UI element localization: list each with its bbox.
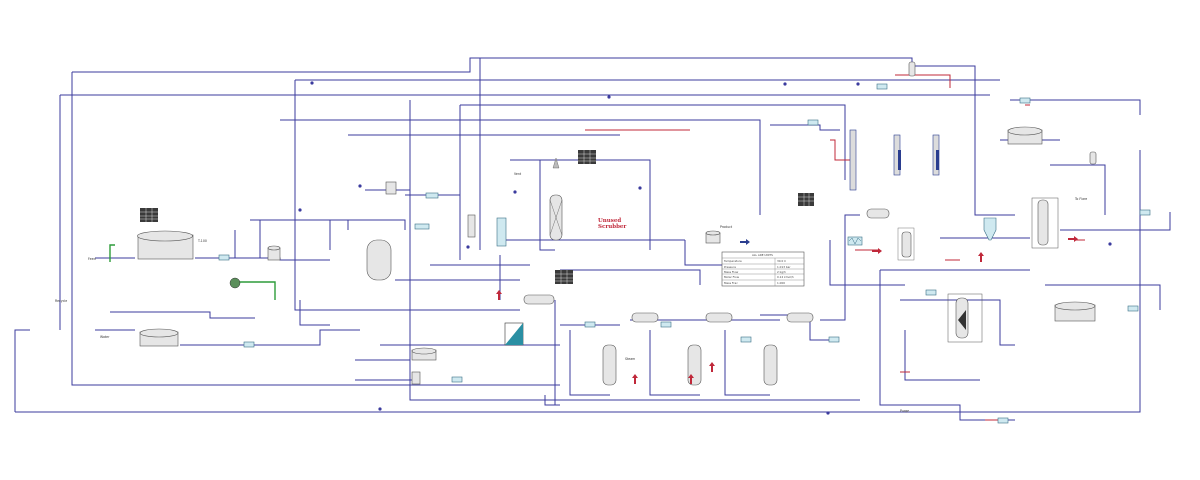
table-row-5-value: 1.000 xyxy=(777,281,785,285)
tag-flare: To Flare xyxy=(1074,197,1087,201)
storage-tank-bottom xyxy=(139,328,179,347)
table-row-5-label: Mass Frac xyxy=(724,281,738,285)
heat-exchanger-right xyxy=(847,236,863,246)
tag-product: Product xyxy=(720,225,733,229)
table-header: ALL ARE UNITS xyxy=(752,253,773,257)
stream-arrows xyxy=(496,236,1078,384)
column-mid-right xyxy=(897,227,915,261)
green-pipes xyxy=(109,244,276,300)
storage-tank-large: T-100 xyxy=(137,230,207,260)
tag-vent: Vent xyxy=(514,172,522,176)
reactor xyxy=(549,157,563,241)
title-line-1: Unused xyxy=(598,218,621,224)
main-pipe-network xyxy=(14,57,1171,421)
horizontal-drum-1 xyxy=(523,294,555,305)
cyclone xyxy=(983,217,997,241)
heat-exchanger-1 xyxy=(414,223,430,230)
tank-right-bottom xyxy=(1054,301,1096,322)
small-vessel-top xyxy=(385,181,397,195)
table-row-4-label: Molar Flow xyxy=(724,275,740,279)
table-row-1-value: 30.0 C xyxy=(777,259,786,263)
bottom-small-tanks xyxy=(411,347,437,385)
flash-columns-right xyxy=(849,129,940,191)
tag-purge: Purge xyxy=(900,409,909,413)
tank-right-top xyxy=(1007,126,1043,145)
svg-text:T-100: T-100 xyxy=(197,239,207,243)
red-pipes xyxy=(585,74,1085,421)
table-row-2-label: Pressure xyxy=(724,265,736,269)
table-row-3-value: 2 kg/h xyxy=(777,270,786,274)
pump-left xyxy=(229,277,241,289)
horizontal-drum-right xyxy=(866,208,890,219)
column-top-right xyxy=(908,61,1097,165)
title-line-2: Scrubber xyxy=(598,224,626,230)
stream-tags: Feed Vent Product Recycle To Flare Steam… xyxy=(55,172,1087,413)
separator-right xyxy=(947,293,983,343)
table-row-2-value: 1.013 bar xyxy=(777,265,791,269)
valves xyxy=(298,81,1112,415)
tag-feed: Feed xyxy=(88,257,96,261)
vertical-vessel-main xyxy=(366,239,392,281)
grid-indicator-3 xyxy=(555,270,573,284)
table-row-1-label: Temperature xyxy=(723,259,742,263)
small-tank-left xyxy=(267,245,281,261)
settler-tank xyxy=(504,322,524,346)
small-heat-exchangers xyxy=(218,83,1151,424)
column-thin-1 xyxy=(467,214,507,247)
grid-indicator-1 xyxy=(140,208,158,222)
left-section-pipes xyxy=(95,189,560,381)
small-tank-mid xyxy=(705,230,721,244)
grid-indicator-2 xyxy=(578,150,596,164)
column-right xyxy=(1031,197,1059,249)
tag-water: Water xyxy=(100,335,110,339)
diagram-title: Unused Scrubber xyxy=(598,218,626,230)
stream-data-table: ALL ARE UNITS Temperature 30.0 C Pressur… xyxy=(721,251,805,287)
table-row-4-value: 0.12 kmol/h xyxy=(777,275,794,279)
table-row-3-label: Mass Flow xyxy=(724,270,739,274)
grid-indicator-4 xyxy=(798,193,814,206)
tag-steam: Steam xyxy=(625,357,635,361)
drum-series xyxy=(602,312,814,386)
tag-recycle: Recycle xyxy=(55,299,67,303)
